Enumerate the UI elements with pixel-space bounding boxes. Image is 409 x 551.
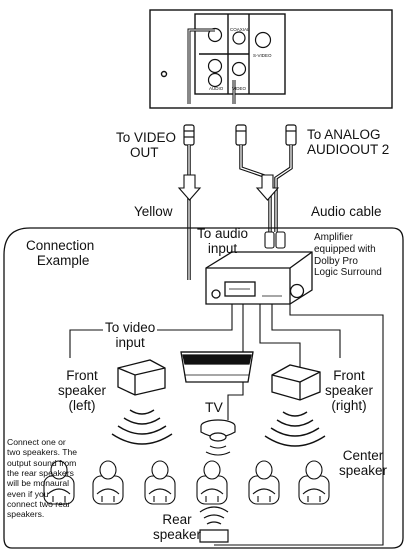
amplifier-label: Amplifier equipped with Dolby Pro Logic … — [314, 232, 382, 279]
audio-plugs — [235, 124, 297, 146]
listener-4 — [196, 460, 228, 505]
yellow-label: Yellow — [134, 204, 173, 219]
listener-2 — [92, 460, 124, 505]
rear-speaker-label: Rear speaker — [153, 512, 202, 543]
front-speaker-left-label: Front speaker (left) — [58, 368, 107, 414]
connection-example-label: Connection Example — [26, 238, 95, 269]
svideo-label: S-VIDEO — [253, 53, 272, 58]
front-speaker-left — [117, 359, 166, 396]
player-back-panel — [149, 9, 393, 109]
center-waves — [205, 445, 231, 456]
center-speaker — [200, 419, 236, 442]
panel-screw — [160, 70, 168, 78]
sound-waves-right — [264, 411, 326, 447]
svideo-jack — [254, 31, 272, 49]
panel-outline — [149, 9, 393, 109]
video-jack — [231, 61, 247, 77]
listener-1 — [43, 460, 75, 505]
listener-6 — [298, 460, 330, 505]
coaxial-jack — [232, 31, 246, 45]
audio-cable-label: Audio cable — [311, 204, 382, 219]
front-speaker-right — [271, 364, 321, 401]
rear-speaker — [199, 506, 229, 543]
rear-speaker-note: Connect one or two speakers. The output … — [7, 437, 78, 520]
amp-input-plugs — [264, 231, 286, 249]
tv — [180, 351, 254, 383]
arrow-video — [177, 174, 202, 201]
center-speaker-label: Center speaker — [339, 448, 388, 479]
arrow-audio — [255, 174, 280, 201]
amplifier — [205, 251, 313, 305]
panel-wiring — [187, 28, 236, 104]
audio-jack-top — [207, 58, 223, 74]
to-audio-input-label: To audio input — [197, 226, 249, 257]
jack-area — [194, 13, 286, 95]
video-label: VIDEO — [232, 86, 247, 91]
video-plug — [183, 124, 195, 146]
front-speaker-right-label: Front speaker (right) — [325, 368, 374, 414]
panel-jacks — [207, 27, 272, 88]
coaxial-label: COAXIAL — [230, 27, 250, 32]
listener-seats — [43, 460, 330, 505]
sound-waves-left — [111, 409, 173, 445]
example-frame — [3, 227, 404, 549]
audio-label: AUDIO — [209, 86, 224, 91]
to-analog-audio-label: To ANALOG AUDIOOUT 2 — [307, 127, 390, 158]
listener-5 — [248, 460, 280, 505]
to-video-input-label: To video input — [103, 320, 158, 351]
to-video-out-label: To VIDEO OUT — [116, 130, 177, 161]
tv-label: TV — [205, 399, 223, 415]
listener-3 — [144, 460, 176, 505]
audio-jack-bottom — [207, 72, 223, 88]
audio-cable-path — [239, 145, 293, 232]
